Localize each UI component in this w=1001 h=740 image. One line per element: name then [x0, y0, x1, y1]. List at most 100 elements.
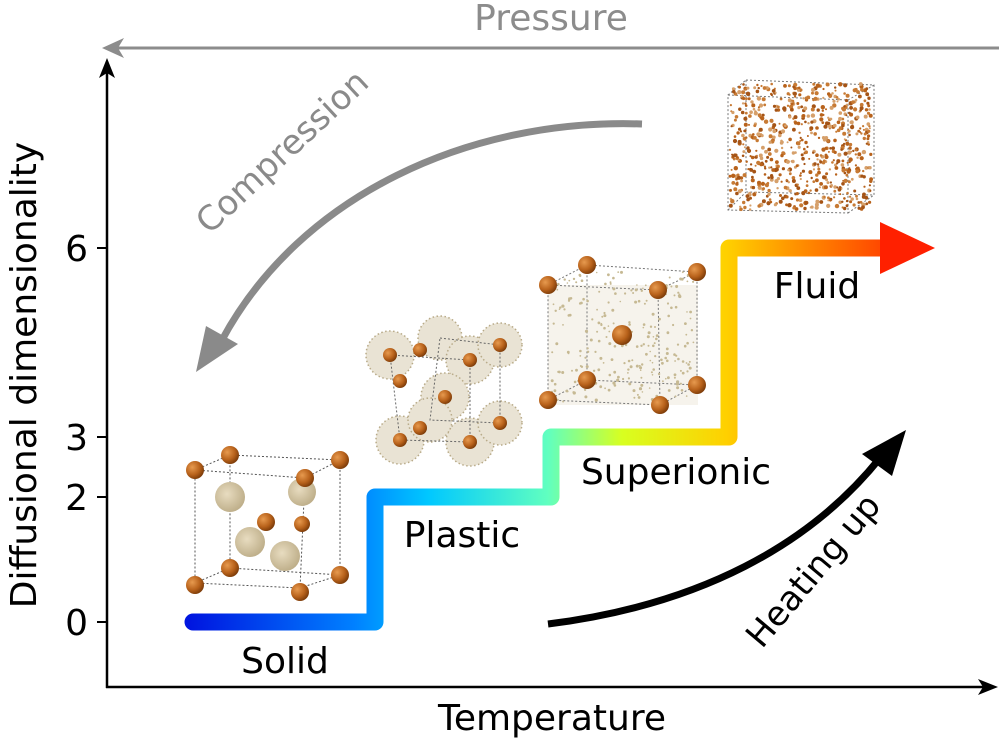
fluid-particle: [752, 107, 756, 111]
superionic-particle: [585, 365, 589, 369]
fluid-particle: [799, 177, 802, 181]
fluid-particle: [768, 127, 773, 132]
superionic-particle: [609, 281, 612, 284]
fluid-particle: [763, 103, 767, 107]
fluid-particle: [868, 108, 871, 111]
fluid-particle: [825, 121, 829, 126]
fluid-particle: [823, 124, 828, 129]
fluid-particle: [841, 200, 844, 203]
fluid-particle: [841, 159, 845, 163]
fluid-particle: [827, 92, 831, 96]
fluid-particle: [842, 107, 846, 112]
superionic-particle: [623, 362, 626, 365]
y-axis: [99, 58, 115, 688]
fluid-particle: [837, 152, 842, 157]
fluid-particle: [756, 83, 759, 87]
fluid-particle: [732, 154, 736, 158]
fluid-particle: [758, 103, 764, 108]
superionic-particle: [649, 350, 651, 353]
fluid-particle: [780, 146, 784, 150]
superionic-particle: [637, 396, 641, 399]
fluid-particle: [785, 159, 791, 164]
fluid-particle: [847, 150, 852, 155]
superionic-particle: [627, 359, 631, 363]
superionic-particle: [651, 361, 654, 364]
fluid-particle: [824, 153, 828, 157]
fluid-particle: [747, 168, 750, 171]
fluid-particle: [800, 138, 804, 142]
fluid-particle: [845, 93, 850, 98]
fluid-particle: [785, 203, 788, 207]
superionic-particle: [632, 389, 636, 393]
superionic-particle: [661, 361, 664, 365]
fluid-particle: [841, 168, 846, 173]
fluid-particle: [856, 90, 860, 94]
superionic-particle: [647, 344, 650, 347]
fluid-particle: [855, 115, 860, 120]
superionic-particle: [563, 308, 566, 311]
superionic-particle: [557, 370, 560, 373]
fluid-particle: [755, 149, 758, 152]
fluid-particle: [826, 181, 830, 185]
superionic-particle: [608, 373, 612, 377]
fluid-particle: [843, 83, 848, 88]
fluid-particle: [856, 156, 859, 159]
fluid-particle: [810, 113, 816, 118]
fluid-particle: [863, 132, 867, 136]
fluid-particle: [869, 177, 873, 182]
fluid-particle: [791, 159, 795, 164]
fluid-particle: [843, 138, 846, 141]
superionic-particle: [552, 303, 555, 306]
fluid-particle: [809, 189, 812, 192]
x-axis: [106, 679, 998, 695]
fluid-particle: [799, 136, 802, 139]
fluid-particle: [813, 162, 817, 166]
fluid-particle: [743, 129, 747, 133]
fluid-particle: [744, 88, 747, 91]
superionic-particle: [551, 351, 554, 354]
fluid-particle: [745, 136, 748, 139]
fluid-particle: [835, 130, 838, 133]
fluid-particle: [832, 159, 835, 162]
fluid-particle: [834, 163, 837, 167]
superionic-particle: [666, 359, 669, 363]
fluid-particle: [835, 96, 839, 99]
superionic-particle: [680, 277, 684, 281]
fluid-particle: [866, 101, 870, 105]
fluid-particle: [741, 133, 745, 138]
fluid-particle: [736, 175, 742, 180]
fluid-particle: [866, 122, 871, 126]
fluid-particle: [748, 123, 750, 126]
fluid-particle: [742, 200, 746, 205]
fluid-particle: [762, 187, 765, 191]
superionic-particle: [583, 388, 587, 391]
fluid-particle: [767, 176, 771, 180]
fluid-particle: [750, 155, 755, 160]
fluid-particle: [806, 114, 810, 118]
superionic-particle: [651, 374, 654, 376]
fluid-particle: [865, 142, 868, 145]
superionic-particle: [582, 297, 585, 301]
fluid-particle: [836, 128, 841, 133]
fluid-particle: [760, 134, 764, 138]
fluid-particle: [792, 91, 797, 96]
fluid-particle: [731, 181, 736, 185]
fluid-box-icon: [727, 79, 875, 214]
fluid-particle: [785, 195, 789, 199]
superionic-particle: [641, 391, 644, 393]
fluid-particle: [761, 97, 766, 102]
superionic-particle: [617, 375, 620, 379]
superionic-particle: [603, 311, 606, 315]
fluid-particle: [788, 137, 792, 142]
fluid-particle: [729, 188, 732, 192]
fluid-particle: [768, 198, 772, 201]
compression-arrow: [196, 120, 643, 372]
fluid-particle: [785, 178, 788, 181]
fluid-particle: [798, 198, 803, 202]
fluid-particle: [767, 152, 772, 156]
fluid-particle: [838, 111, 843, 115]
fluid-particle: [849, 106, 853, 110]
fluid-particle: [734, 115, 739, 119]
fluid-particle: [825, 178, 829, 182]
superionic-particle: [627, 368, 630, 371]
